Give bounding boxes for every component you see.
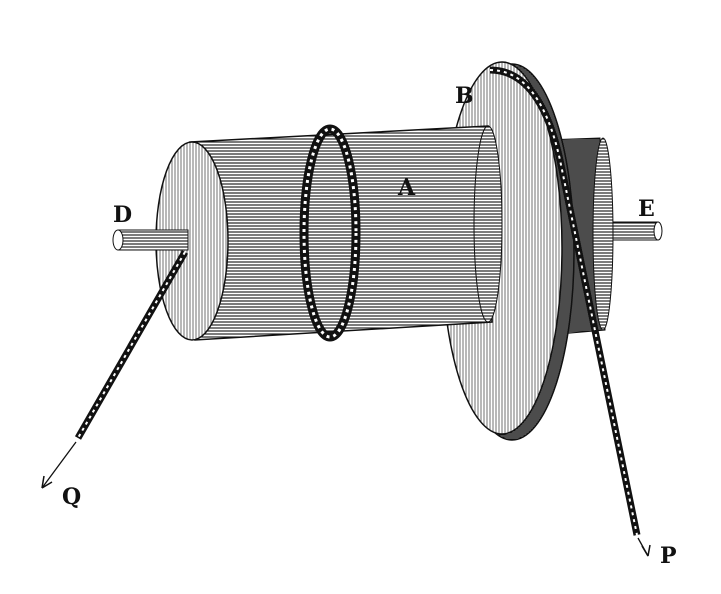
axle-d: [112, 229, 189, 251]
axle-e: [599, 221, 663, 241]
arrow-p-icon: [641, 544, 651, 557]
label-b: B: [455, 83, 474, 109]
label-e: E: [638, 196, 655, 222]
label-p: P: [660, 543, 677, 569]
rope-q: [41, 250, 189, 489]
rope-p: [489, 66, 651, 557]
arrow-q-icon: [41, 475, 53, 489]
label-q: Q: [62, 484, 81, 510]
cylinder-a: [155, 125, 503, 341]
rope-coil-texture: [302, 127, 358, 339]
label-d: D: [113, 202, 132, 228]
label-a: A: [397, 175, 416, 201]
